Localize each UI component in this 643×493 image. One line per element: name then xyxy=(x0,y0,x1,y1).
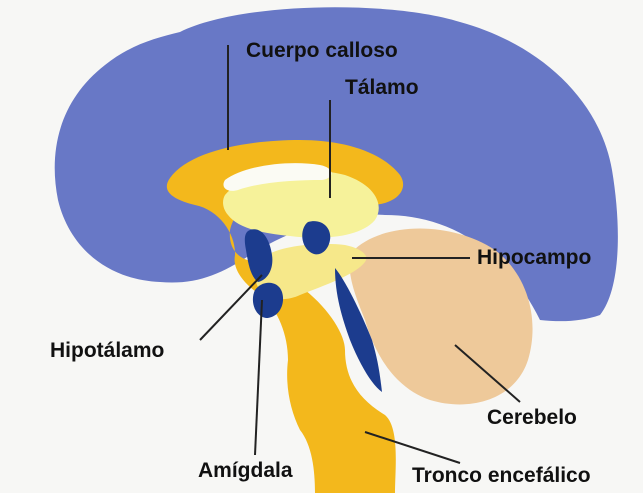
leader-amigdala xyxy=(255,300,262,455)
label-amigdala: Amígdala xyxy=(198,460,293,481)
label-cuerpo-calloso: Cuerpo calloso xyxy=(246,40,398,61)
leader-hipotalamo xyxy=(200,275,262,340)
label-tronco: Tronco encefálico xyxy=(412,465,591,486)
label-hipocampo: Hipocampo xyxy=(477,247,591,268)
label-cerebelo: Cerebelo xyxy=(487,407,577,428)
label-talamo: Tálamo xyxy=(345,77,419,98)
label-hipotalamo: Hipotálamo xyxy=(50,340,164,361)
